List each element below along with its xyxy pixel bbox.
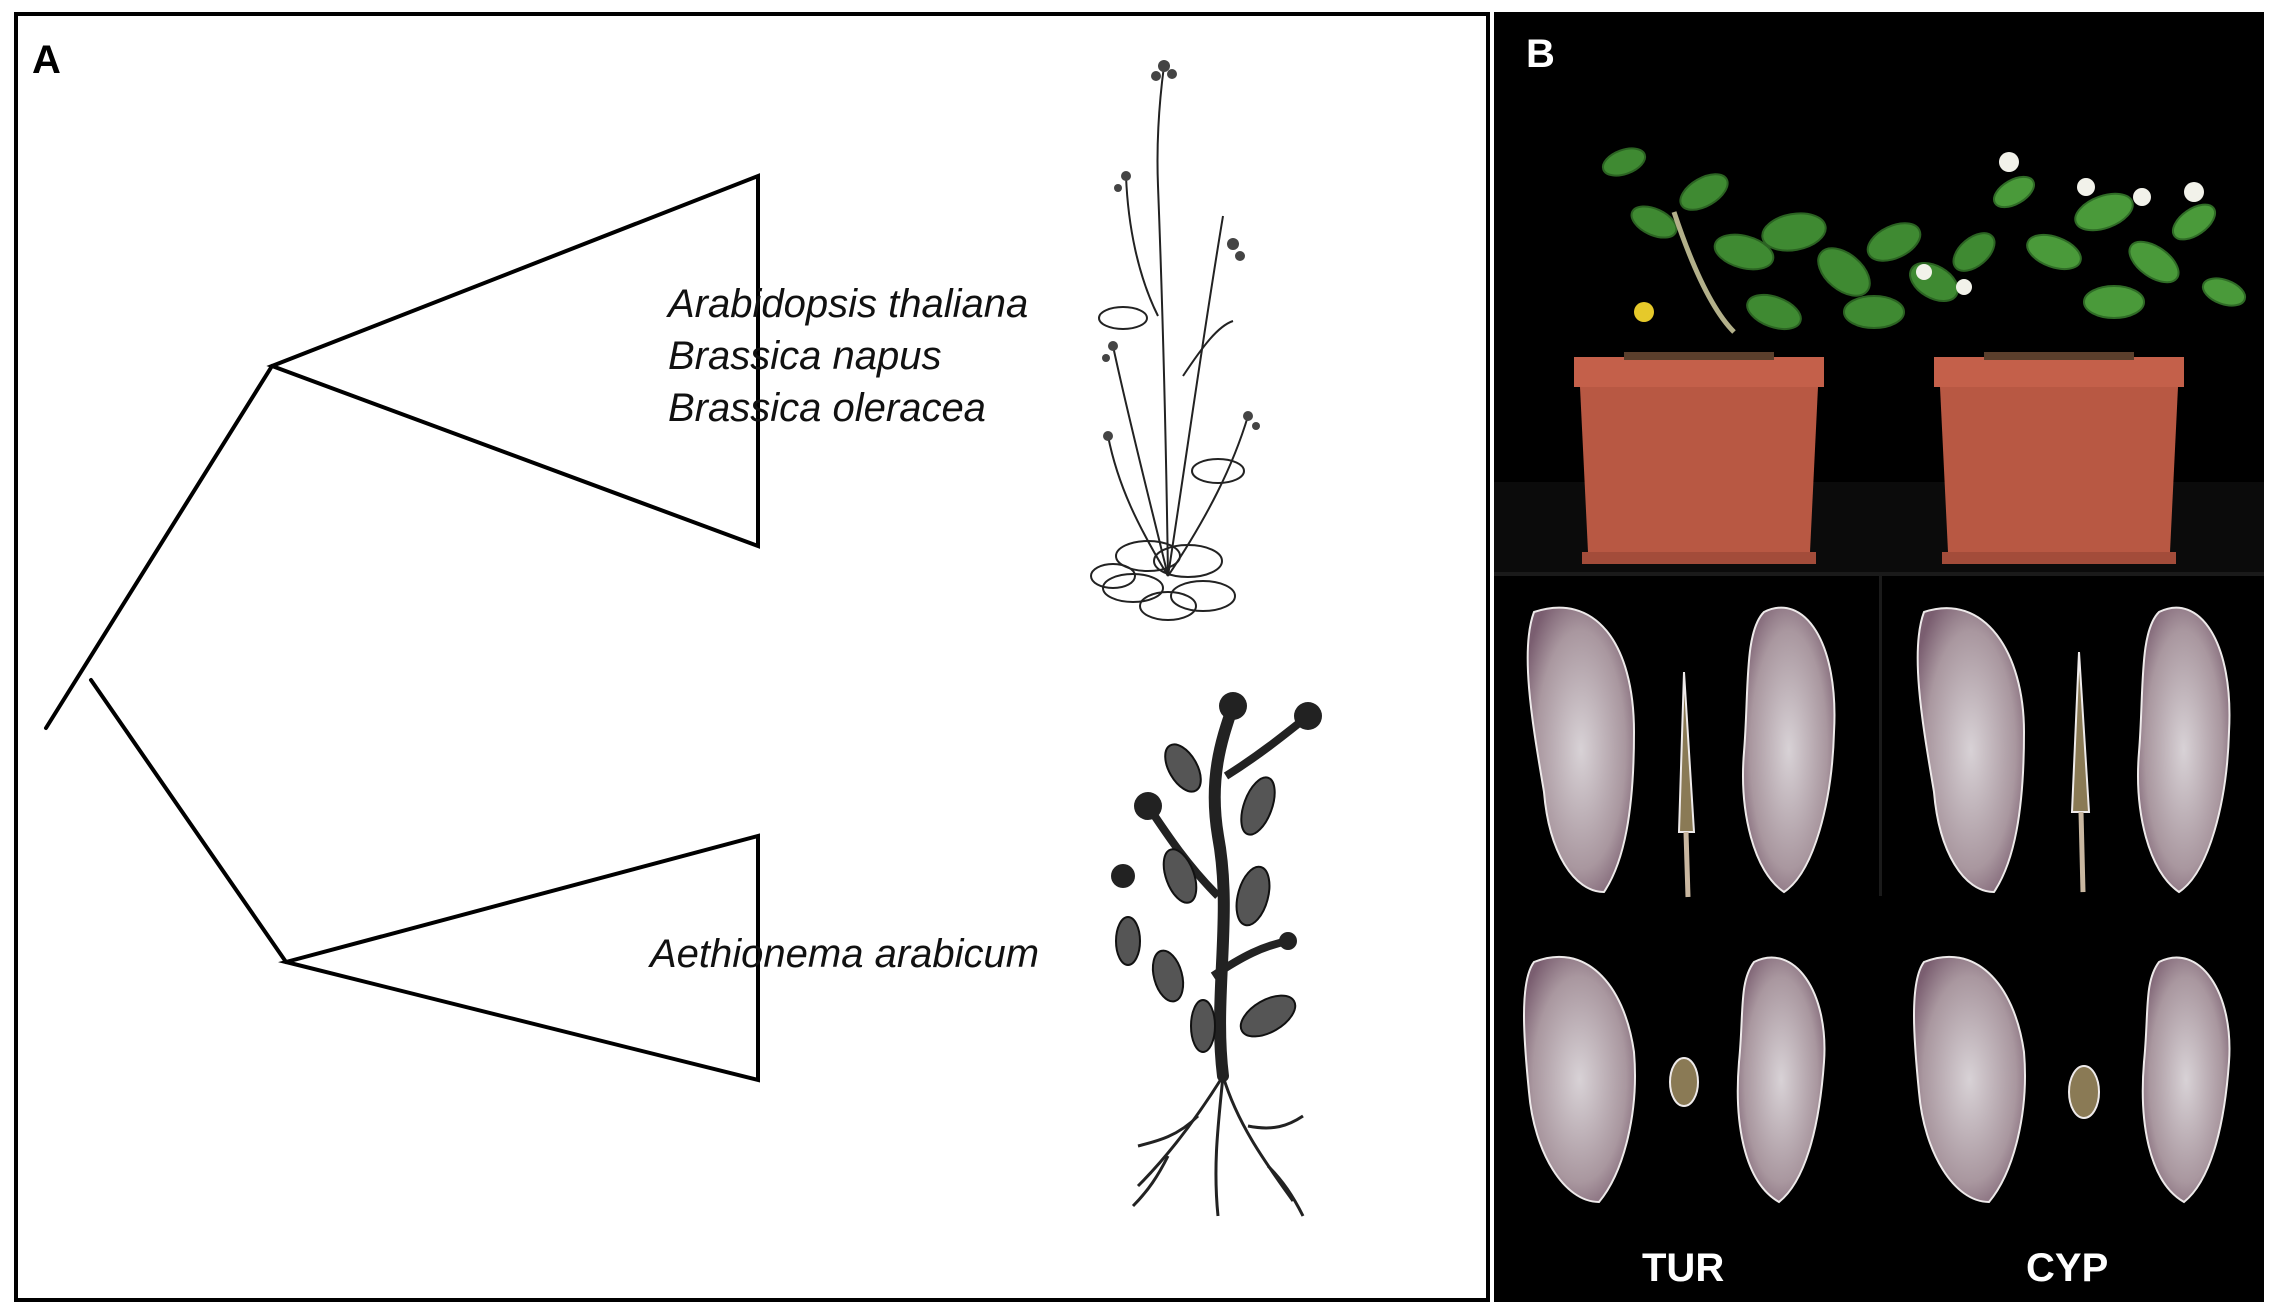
species-label: Arabidopsis thaliana — [668, 282, 1029, 326]
fruit-panel-tur — [1523, 606, 1836, 1204]
panel-b: TUR CYP — [1494, 12, 2264, 1302]
population-label-cyp: CYP — [2026, 1246, 2109, 1290]
species-label: Brassica oleracea — [668, 386, 986, 430]
branch-root-lower — [89, 678, 288, 964]
clade-triangle-lower — [278, 833, 760, 1083]
fruit-panel-cyp — [1913, 606, 2231, 1204]
arabidopsis-drawing — [1090, 60, 1260, 621]
species-label: Brassica napus — [668, 334, 942, 378]
clade-triangle-upper — [266, 173, 760, 549]
potted-plants-photo — [1494, 12, 2264, 572]
photo-composite — [1494, 12, 2264, 1204]
species-label: Aethionema arabicum — [650, 932, 1040, 976]
panel-label-b: B — [1526, 32, 1555, 76]
panel-a: A Arabidopsis thaliana Brassica napus Br… — [14, 12, 1490, 1302]
pot-right — [1934, 352, 2184, 564]
population-label-tur: TUR — [1642, 1246, 1725, 1290]
panel-label-a: A — [32, 38, 61, 82]
aethionema-drawing — [1111, 692, 1322, 1217]
phylogeny-tree — [44, 60, 1322, 1217]
pot-left — [1574, 352, 1824, 564]
branch-root-upper — [44, 364, 274, 730]
